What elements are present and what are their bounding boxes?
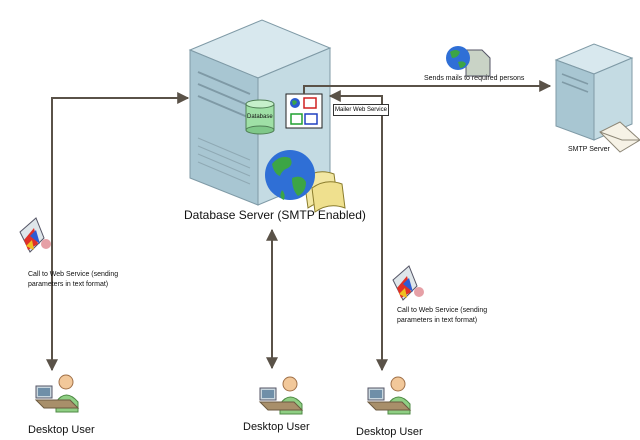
connector-right-user (328, 90, 388, 372)
desktop-user-left-label: Desktop User (28, 424, 95, 436)
desktop-user-center-label: Desktop User (243, 421, 310, 433)
mailer-web-service-label: Mailer Web Service (333, 104, 389, 116)
globe-web-icon (265, 150, 346, 213)
call-web-service-left-label: Call to Web Service (sending parameters … (28, 271, 119, 288)
desktop-user-icon (258, 376, 304, 415)
smtp-server-icon (554, 43, 634, 141)
desktop-user-right-label: Desktop User (356, 426, 423, 438)
mail-globe-icon (446, 46, 491, 77)
database-server-label: Database Server (SMTP Enabled) (184, 208, 366, 222)
connector-left-user (46, 92, 190, 372)
web-service-window-icon (285, 93, 323, 129)
desktop-user-icon (366, 376, 412, 415)
web-service-call-icon (19, 217, 51, 253)
smtp-server-label: SMTP Server (568, 146, 610, 153)
call-web-service-right-label: Call to Web Service (sending parameters … (397, 307, 488, 324)
connector-smtp (303, 80, 552, 94)
web-service-call-icon (392, 265, 424, 301)
database-label: Database (247, 114, 273, 120)
desktop-user-icon (34, 374, 80, 413)
database-icon (245, 99, 275, 135)
sends-mails-label: Sends mails to required persons (424, 75, 525, 82)
envelope-icon (599, 121, 640, 153)
